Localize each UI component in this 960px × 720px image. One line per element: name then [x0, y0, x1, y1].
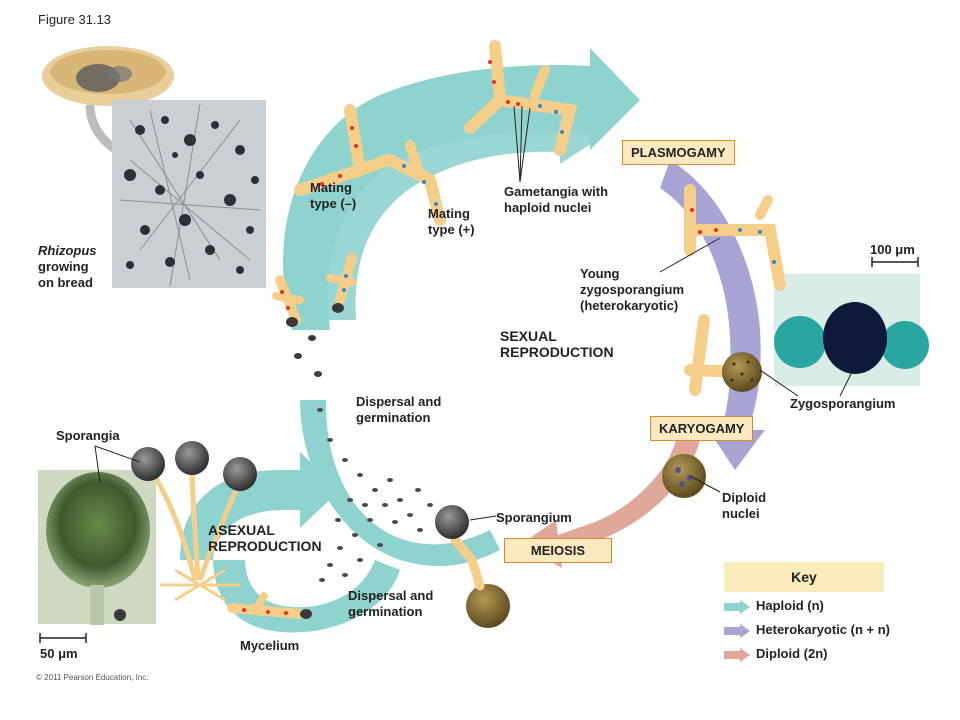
leader-lines [94, 105, 853, 521]
key-item: Heterokaryotic (n + n) [724, 622, 890, 638]
zygosporangium-texture [730, 360, 754, 382]
sporangium-label: Sporangium [496, 510, 572, 525]
haploid-outer-arrow [282, 48, 640, 330]
mycelium-label: Mycelium [240, 638, 300, 653]
zygosporangium-structure [722, 352, 762, 392]
key-item: Diploid (2n) [724, 646, 828, 662]
meiosis-stage: MEIOSIS [504, 538, 612, 563]
key-swatch-arrow-icon [724, 647, 750, 662]
dispersed-spores [317, 408, 433, 582]
zygosporangium-photo [774, 274, 929, 386]
heterokaryotic-arrow [660, 160, 765, 470]
figure-label: Figure 31.13 [38, 12, 111, 27]
key-item-label: Diploid (2n) [756, 646, 828, 661]
diploid-zygosporangium [662, 454, 706, 498]
karyogamy-stage: KARYOGAMY [650, 416, 754, 441]
sporangia-label: Sporangia [56, 428, 120, 443]
plasmogamy-stage: PLASMOGAMY [622, 140, 735, 165]
scale-100-label: 100 μm [870, 242, 915, 257]
sporangium-photo [38, 470, 156, 625]
key-item-label: Haploid (n) [756, 598, 824, 613]
rhizopus-photo [112, 100, 266, 288]
bread-photo [42, 46, 174, 106]
gametangia-hypha [464, 40, 578, 156]
key-swatch-arrow-icon [724, 623, 750, 638]
germinating-zygosporangium [466, 584, 510, 628]
mating-spores [286, 303, 344, 377]
rhizopus-caption: Rhizopus growing on bread [38, 243, 97, 290]
nuclei-minus [280, 60, 718, 310]
copyright: © 2011 Pearson Education, Inc. [36, 673, 149, 682]
mycelium [227, 592, 312, 619]
sporangia-group [131, 441, 257, 602]
mating-minus-hypha [272, 104, 394, 325]
germ-hypha [450, 535, 485, 591]
scale-50-label: 50 μm [40, 646, 78, 661]
key-item: Haploid (n) [724, 598, 824, 614]
zygosporangium-label: Zygosporangium [790, 396, 896, 411]
key-swatch-arrow-icon [724, 599, 750, 614]
key-title: Key [724, 562, 884, 592]
key-item-label: Heterokaryotic (n + n) [756, 622, 891, 637]
germ-sporangium [435, 505, 469, 539]
diploid-arrow [520, 440, 700, 568]
nuclei-plus [342, 104, 776, 292]
